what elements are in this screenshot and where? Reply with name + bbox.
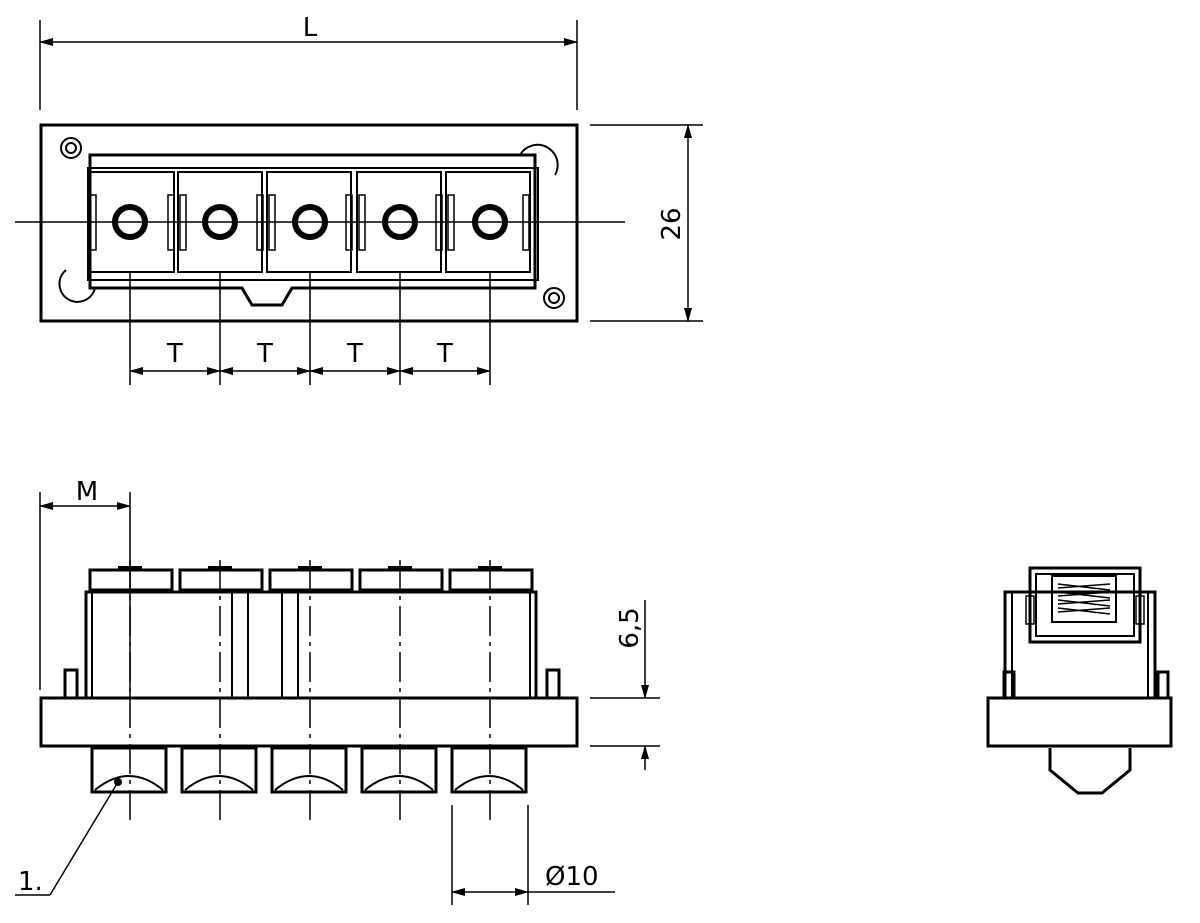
- side-contact: [1048, 748, 1132, 795]
- pitch-dimensions: T T T T: [129, 272, 491, 385]
- depth-label: 6,5: [615, 607, 645, 648]
- callout-1-label: 1.: [18, 867, 43, 897]
- length-dimension: L: [39, 13, 578, 110]
- flange-outline: [39, 123, 579, 323]
- locating-pin-right: [545, 668, 561, 700]
- offset-label: M: [76, 477, 98, 507]
- length-label: L: [303, 13, 318, 43]
- housing-body: [84, 590, 538, 700]
- mounting-hole-bottom-right: [543, 287, 565, 309]
- pitch-label-1: T: [166, 339, 183, 369]
- diameter-label: Ø10: [545, 862, 599, 892]
- locating-pin-left: [63, 668, 79, 700]
- relief-arc-top-right: [519, 143, 559, 176]
- top-view: L: [15, 13, 703, 385]
- spring-icon: [1051, 575, 1117, 623]
- pitch-label-2: T: [256, 339, 273, 369]
- height-label: 26: [657, 207, 687, 240]
- callout-1: 1.: [15, 778, 122, 897]
- front-view: M: [15, 477, 660, 905]
- terminal-block-outline: [87, 167, 539, 281]
- pitch-label-4: T: [436, 339, 453, 369]
- pitch-label-3: T: [346, 339, 363, 369]
- inner-housing: [88, 153, 537, 307]
- height-dimension: 26: [590, 124, 703, 322]
- diameter-dimension: Ø10: [451, 805, 615, 905]
- depth-dimension: 6,5: [590, 600, 660, 770]
- front-flange: [39, 696, 579, 748]
- relief-arc-bottom-left: [58, 269, 96, 303]
- contact-sockets: [90, 746, 528, 794]
- terminal-caps: [88, 566, 534, 592]
- side-flange: [986, 696, 1173, 748]
- contact-center-lines: [129, 560, 491, 820]
- mounting-hole-top-left: [60, 137, 82, 159]
- side-view: [986, 566, 1173, 795]
